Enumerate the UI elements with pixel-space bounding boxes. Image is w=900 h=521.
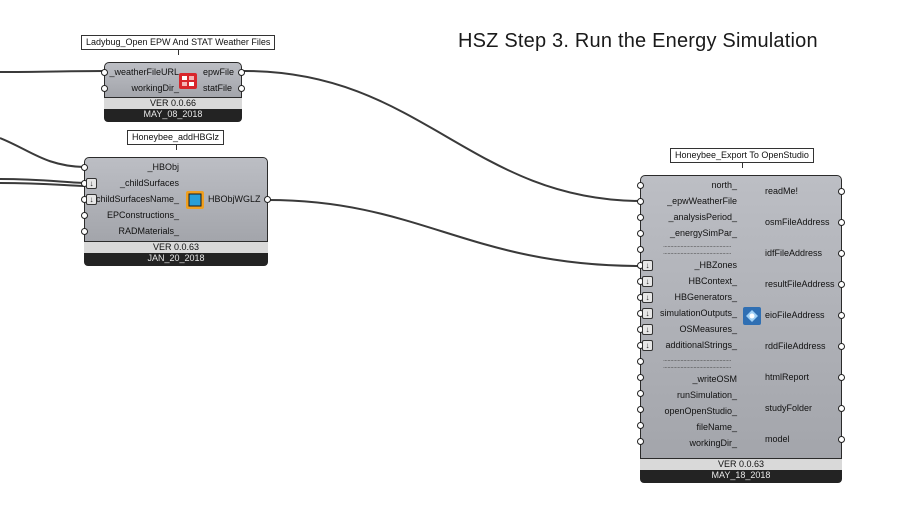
openstudio-icon <box>743 307 761 325</box>
input-epwweatherfile: _epwWeatherFile <box>667 196 737 206</box>
output-grip[interactable] <box>838 250 845 257</box>
input-grip[interactable] <box>637 358 644 365</box>
output-osmfileaddress: osmFileAddress <box>765 217 830 227</box>
flatten-icon[interactable]: ↓ <box>86 194 97 205</box>
input-grip[interactable] <box>637 438 644 445</box>
date-label: MAY_18_2018 <box>711 470 771 480</box>
date-label: MAY_08_2018 <box>143 109 203 119</box>
output-readme: readMe! <box>765 186 799 196</box>
wire-childsurfaces-in-b <box>0 182 85 187</box>
version-label: VER 0.0.66 <box>104 98 242 109</box>
glazing-icon <box>186 191 204 209</box>
output-idffileaddress: idfFileAddress <box>765 248 823 258</box>
output-statfile: statFile <box>203 83 233 93</box>
input-grip[interactable] <box>637 198 644 205</box>
flatten-icon[interactable]: ↓ <box>642 260 653 271</box>
separator: ........................................… <box>663 242 731 256</box>
wire-childsurfaces-in-a <box>0 178 85 184</box>
input-grip[interactable] <box>637 422 644 429</box>
wire-hbobj-in <box>0 137 85 168</box>
wire-hbobjwglz-to-export <box>267 199 641 267</box>
input-hbobj: _HBObj <box>147 162 179 172</box>
output-grip[interactable] <box>838 188 845 195</box>
input-writeosm: _writeOSM <box>692 374 737 384</box>
output-resultfileaddress: resultFileAddress <box>765 279 835 289</box>
input-workingdir: workingDir_ <box>689 438 737 448</box>
input-radmaterials: RADMaterials_ <box>118 226 179 236</box>
input-childsurfaces: _childSurfaces <box>119 178 179 188</box>
input-runsimulation: runSimulation_ <box>676 390 737 400</box>
component-footer: VER 0.0.66 MAY_08_2018 <box>104 98 242 122</box>
input-grip[interactable] <box>637 406 644 413</box>
input-grip[interactable] <box>81 164 88 171</box>
component-ladybug-epw[interactable]: _weatherFileURL workingDir_ epwFile stat… <box>101 62 245 122</box>
input-workingdir: workingDir_ <box>131 83 179 93</box>
input-grip[interactable] <box>81 228 88 235</box>
flatten-icon[interactable]: ↓ <box>642 340 653 351</box>
version-label: VER 0.0.63 <box>640 459 842 470</box>
output-grip[interactable] <box>238 85 245 92</box>
flatten-icon[interactable]: ↓ <box>86 178 97 189</box>
input-osmeasures: OSMeasures_ <box>679 324 737 334</box>
output-grip[interactable] <box>838 374 845 381</box>
output-model: model <box>765 434 790 444</box>
flatten-icon[interactable]: ↓ <box>642 324 653 335</box>
input-simulationoutputs: simulationOutputs_ <box>659 308 737 318</box>
component-tag-addhbglz: Honeybee_addHBGlz <box>127 130 225 150</box>
input-hbzones: _HBZones <box>694 260 737 270</box>
output-grip[interactable] <box>838 343 845 350</box>
component-tag-ladybug-epw: Ladybug_Open EPW And STAT Weather Files <box>81 35 276 55</box>
output-grip[interactable] <box>838 312 845 319</box>
input-additionalstrings: additionalStrings_ <box>665 340 737 350</box>
input-grip[interactable] <box>81 212 88 219</box>
input-energysimpar: _energySimPar_ <box>669 228 737 238</box>
ladybug-weather-icon <box>179 73 197 89</box>
output-grip[interactable] <box>838 436 845 443</box>
output-eiofileaddress: eioFileAddress <box>765 310 825 320</box>
input-filename: fileName_ <box>696 422 737 432</box>
input-hbgenerators: HBGenerators_ <box>674 292 737 302</box>
input-grip[interactable] <box>101 69 108 76</box>
input-grip[interactable] <box>637 182 644 189</box>
input-openopenstudio: openOpenStudio_ <box>664 406 737 416</box>
input-grip[interactable] <box>637 374 644 381</box>
input-epconstructions: EPConstructions_ <box>106 210 179 220</box>
input-grip[interactable] <box>101 85 108 92</box>
component-honeybee-export-openstudio[interactable]: north_ _epwWeatherFile _analysisPeriod_ … <box>637 175 845 483</box>
wire-epw-to-export <box>242 69 641 202</box>
input-weatherfileurl: _weatherFileURL <box>109 67 179 77</box>
date-label: JAN_20_2018 <box>147 253 205 263</box>
flatten-icon[interactable]: ↓ <box>642 308 653 319</box>
separator: ........................................… <box>663 356 731 370</box>
input-grip[interactable] <box>637 390 644 397</box>
wire-weatherfile-in <box>0 70 105 73</box>
output-grip[interactable] <box>838 281 845 288</box>
output-rddfileaddress: rddFileAddress <box>765 341 826 351</box>
input-north: north_ <box>711 180 737 190</box>
output-grip[interactable] <box>238 69 245 76</box>
output-htmlreport: htmlReport <box>765 372 810 382</box>
input-hbcontext: HBContext_ <box>688 276 737 286</box>
flatten-icon[interactable]: ↓ <box>642 276 653 287</box>
output-studyfolder: studyFolder <box>765 403 813 413</box>
page-title: HSZ Step 3. Run the Energy Simulation <box>458 30 818 52</box>
output-epwfile: epwFile <box>203 67 235 77</box>
output-grip[interactable] <box>264 196 271 203</box>
input-grip[interactable] <box>637 230 644 237</box>
component-tag-export-openstudio: Honeybee_Export To OpenStudio <box>670 148 814 168</box>
input-analysisperiod: _analysisPeriod_ <box>668 212 737 222</box>
flatten-icon[interactable]: ↓ <box>642 292 653 303</box>
version-label: VER 0.0.63 <box>84 242 268 253</box>
input-childsurfacesname: childSurfacesName_ <box>95 194 179 204</box>
component-honeybee-addhbglz[interactable]: ↓ ↓ _HBObj _childSurfaces childSurfacesN… <box>81 157 271 266</box>
input-grip[interactable] <box>637 214 644 221</box>
component-footer: VER 0.0.63 JAN_20_2018 <box>84 242 268 266</box>
output-hbobjwglz: HBObjWGLZ <box>208 194 261 204</box>
output-grip[interactable] <box>838 405 845 412</box>
output-grip[interactable] <box>838 219 845 226</box>
input-grip[interactable] <box>637 246 644 253</box>
component-footer: VER 0.0.63 MAY_18_2018 <box>640 459 842 483</box>
